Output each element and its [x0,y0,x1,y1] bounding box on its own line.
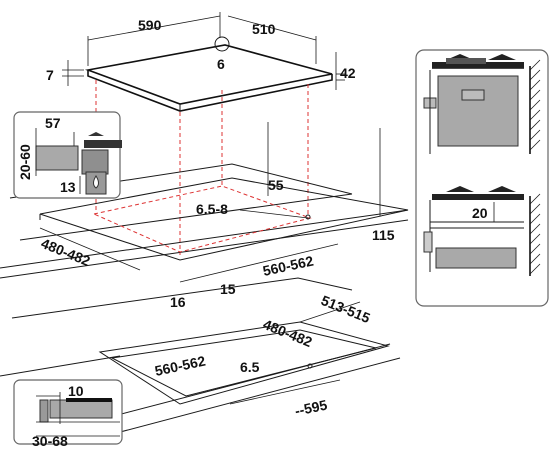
label-7: 7 [46,67,54,83]
label-30-68: 30-68 [32,433,68,449]
label-560-562-a: 560-562 [261,253,315,279]
label-480-482-a: 480-482 [39,235,93,269]
label-13: 13 [60,179,76,195]
label-15: 15 [220,281,236,297]
flame-icon [93,175,99,189]
label-6-center: 6 [217,56,225,72]
label-115: 115 [372,227,395,243]
label-590: 590 [138,17,162,33]
inset-bottom-left [13,379,123,445]
dim-42: 42 [335,52,356,90]
dim-7: 7 [46,60,84,86]
inset-top-left [13,111,122,199]
hob-unit [84,36,333,112]
label-6-5-8: 6.5-8 [196,201,228,217]
dim-560-562-top: 560-562 [179,243,339,283]
flush-mount-worktop [0,277,401,441]
label-513-515: 513-515 [319,292,373,326]
label-57: 57 [45,115,61,131]
side-panel [415,49,549,307]
label-595: --595 [293,396,329,418]
dim-510: 510 [227,15,317,64]
label-560-562-b: 560-562 [153,353,207,379]
label-42: 42 [340,65,356,81]
label-10: 10 [68,383,84,399]
label-480-482-b: 480-482 [261,316,315,350]
worktop-cutout [0,122,409,279]
label-510: 510 [252,21,276,37]
label-6-5: 6.5 [240,359,260,375]
label-55: 55 [268,177,284,193]
center-mark-circle [214,36,230,52]
label-20-60: 20-60 [17,144,33,180]
label-20-side: 20 [472,205,488,221]
dim-590: 590 [87,12,221,66]
label-16: 16 [170,294,186,310]
dim-480-482-left: 480-482 [39,227,141,271]
